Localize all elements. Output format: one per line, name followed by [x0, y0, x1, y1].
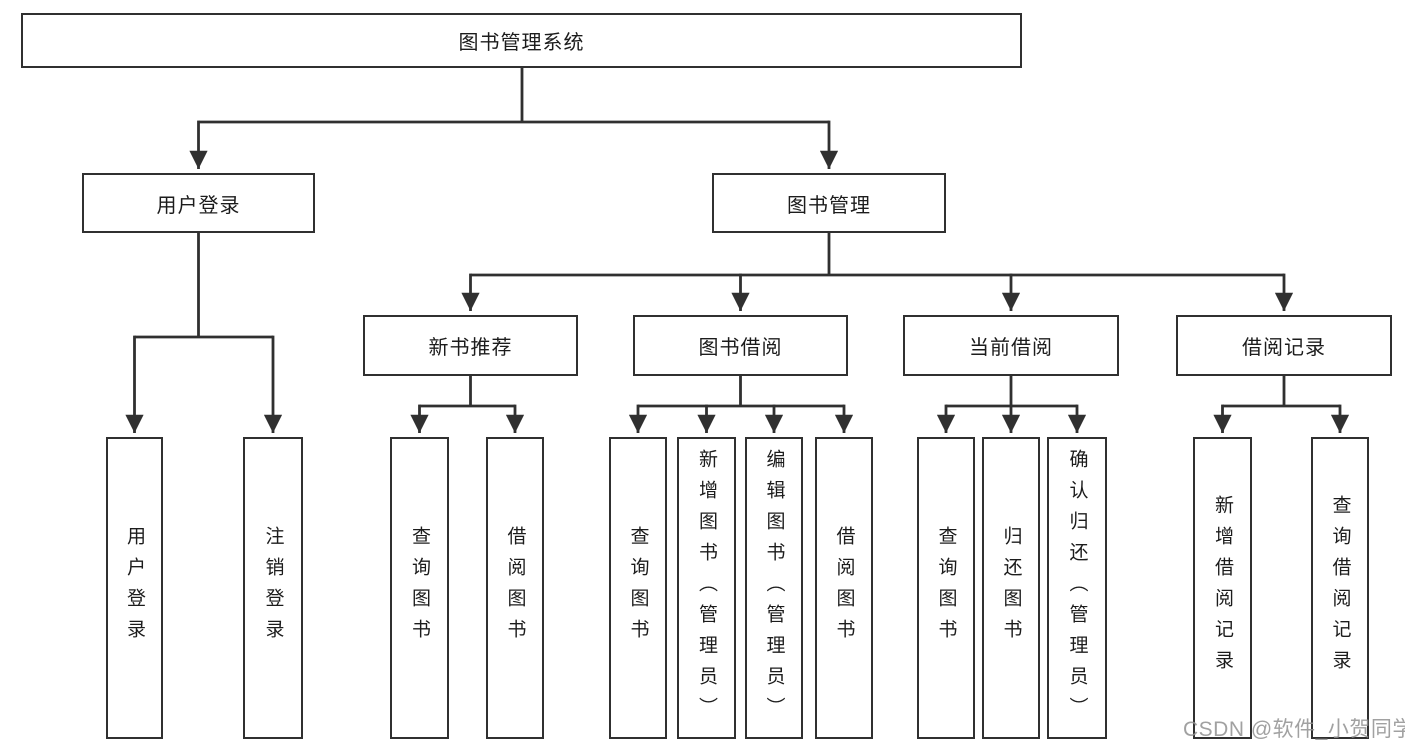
leaf-confirm-return-admin: 确认归还（管理员）	[1047, 437, 1107, 739]
node-user-login: 用户登录	[82, 173, 315, 233]
node-label: 查询图书	[627, 526, 649, 650]
leaf-borrow-books-recommend: 借阅图书	[486, 437, 544, 739]
leaf-user-login: 用户登录	[106, 437, 163, 739]
leaf-edit-book-admin: 编辑图书（管理员）	[745, 437, 803, 739]
node-borrowing-records: 借阅记录	[1176, 315, 1392, 376]
node-label: 图书管理	[787, 194, 871, 217]
node-label: 借阅图书	[833, 526, 855, 650]
node-new-book-recommendation: 新书推荐	[363, 315, 578, 376]
node-label: 确认归还（管理员）	[1066, 448, 1088, 728]
node-label: 查询借阅记录	[1329, 495, 1351, 681]
node-label: 新增图书（管理员）	[696, 448, 717, 728]
node-label: 当前借阅	[969, 337, 1053, 359]
node-label: 借阅图书	[504, 526, 526, 650]
node-current-borrowing: 当前借阅	[903, 315, 1119, 376]
leaf-query-books-current: 查询图书	[917, 437, 975, 739]
leaf-query-books-borrowing: 查询图书	[609, 437, 667, 739]
node-label: 图书管理系统	[458, 32, 585, 54]
node-label: 图书借阅	[698, 337, 783, 359]
node-label: 编辑图书（管理员）	[763, 448, 785, 728]
leaf-add-borrow-record: 新增借阅记录	[1193, 437, 1252, 739]
node-root-library-system: 图书管理系统	[21, 13, 1022, 68]
node-book-borrowing: 图书借阅	[633, 315, 848, 376]
node-label: 借阅记录	[1242, 337, 1326, 359]
node-label: 查询图书	[409, 526, 430, 650]
node-label: 注销登录	[262, 526, 284, 650]
watermark-text: CSDN @软件_小贺同学	[1183, 718, 1405, 741]
leaf-logout: 注销登录	[243, 437, 303, 739]
leaf-borrow-books: 借阅图书	[815, 437, 873, 739]
node-book-management: 图书管理	[712, 173, 946, 233]
leaf-query-books-recommend: 查询图书	[390, 437, 449, 739]
leaf-return-books: 归还图书	[982, 437, 1040, 739]
node-label: 用户登录	[156, 194, 241, 217]
node-label: 查询图书	[935, 526, 957, 650]
leaf-query-borrow-record: 查询借阅记录	[1311, 437, 1369, 739]
node-label: 归还图书	[1000, 526, 1022, 650]
leaf-add-book-admin: 新增图书（管理员）	[677, 437, 736, 739]
node-label: 用户登录	[124, 526, 145, 650]
node-label: 新书推荐	[428, 337, 513, 359]
node-label: 新增借阅记录	[1212, 495, 1233, 681]
